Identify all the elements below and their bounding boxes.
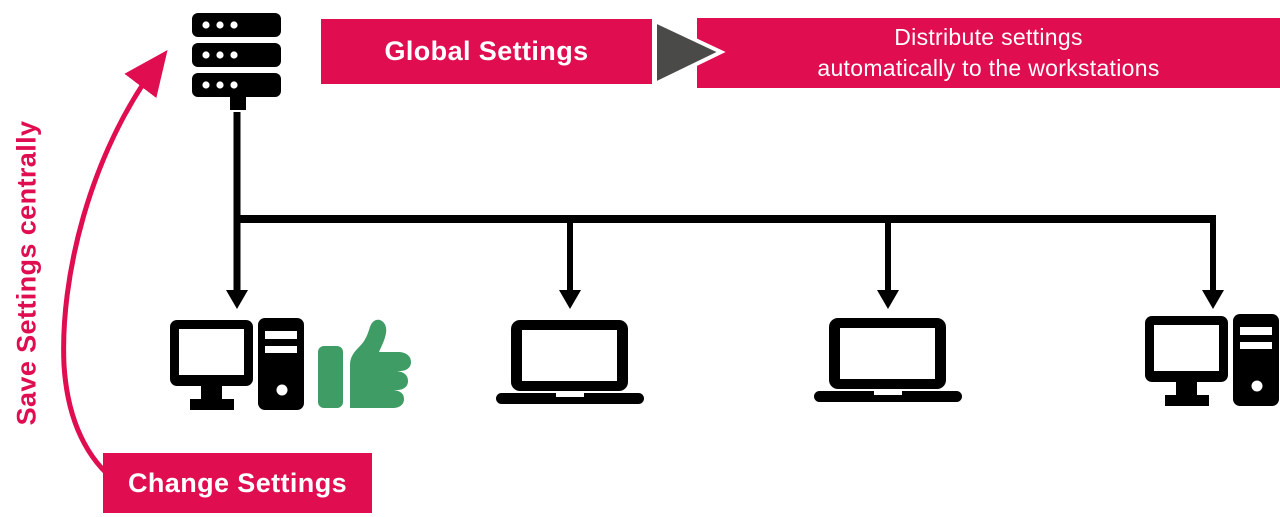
curved-arrow — [61, 50, 168, 490]
global-settings-box: Global Settings — [321, 19, 652, 84]
distribute-settings-line1: Distribute settings — [894, 24, 1083, 50]
change-settings-box: Change Settings — [103, 453, 372, 513]
change-settings-label: Change Settings — [127, 467, 348, 498]
server-icon — [192, 13, 281, 110]
thumbs-up-icon — [318, 319, 411, 408]
distribute-settings-box: Distribute settings automatically to the… — [697, 18, 1280, 88]
global-settings-label: Global Settings — [384, 36, 589, 66]
desktop-workstation-icon — [170, 318, 304, 410]
arrowhead-down-icon — [226, 290, 248, 309]
distribute-settings-line2: automatically to the workstations — [817, 55, 1160, 81]
arrowhead-down-icon — [1202, 290, 1224, 309]
save-settings-vertical-label: Save Settings centrally — [11, 120, 42, 426]
laptop-workstation-icon — [496, 320, 644, 404]
arrowhead-down-icon — [877, 290, 899, 309]
network-connector-lines — [226, 112, 1224, 309]
arrowhead-down-icon — [559, 290, 581, 309]
laptop-workstation-icon — [814, 318, 962, 402]
desktop-workstation-icon — [1145, 314, 1279, 406]
